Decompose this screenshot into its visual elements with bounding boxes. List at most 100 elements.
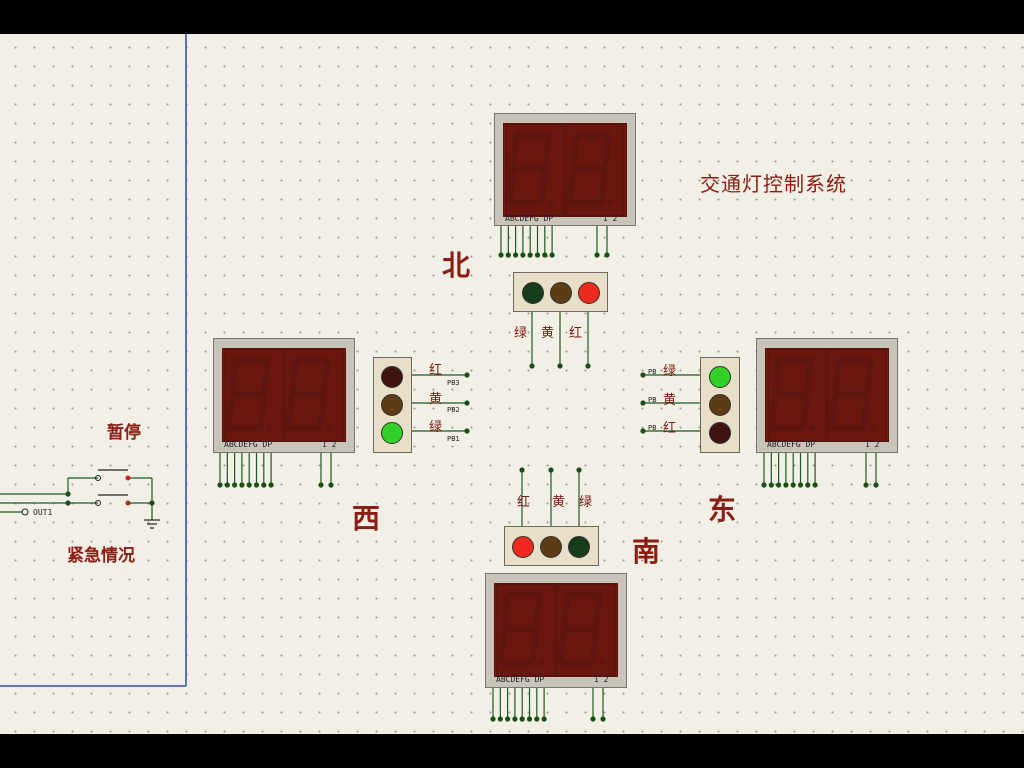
north-display-common-pin-end (594, 252, 600, 258)
seg-b (602, 134, 612, 166)
south-green-lamp[interactable] (568, 536, 590, 558)
digit-2-segments (566, 132, 615, 207)
seg-g (290, 391, 326, 397)
south-display-pin-end (541, 716, 547, 722)
seg-f (229, 359, 239, 391)
south-light-pin-end (519, 467, 525, 473)
north-display-digits (505, 124, 625, 216)
seg-g (833, 391, 869, 397)
seg-f (561, 594, 571, 626)
east-seven-segment-display: ABCDEFG DP 1 2 (756, 338, 898, 453)
west-display-digits (224, 349, 344, 441)
seg-a (566, 592, 601, 598)
west-display-common-pin-end (318, 482, 324, 488)
seg-f (832, 359, 842, 391)
south-red-lamp[interactable] (512, 536, 534, 558)
seg-dp (598, 659, 606, 667)
north-traffic-light (513, 272, 608, 312)
east-display-pin-end (790, 482, 796, 488)
east-red-text: 红 (663, 421, 677, 436)
west-display-pin-end (246, 482, 252, 488)
direction-east-label: 东 (708, 493, 737, 526)
switch-junction (65, 500, 71, 506)
west-green-lamp[interactable] (381, 422, 403, 444)
south-display-digits (496, 584, 616, 676)
seg-b (321, 359, 331, 391)
seg-dp (869, 424, 877, 432)
west-display-pin-end (268, 482, 274, 488)
west-yellow-lamp[interactable] (381, 394, 403, 416)
west-traffic-light (373, 357, 412, 453)
seg-d (830, 425, 865, 431)
seg-e (557, 630, 568, 662)
seg-b (261, 359, 271, 391)
seg-dp (547, 199, 555, 207)
north-green-lamp[interactable] (522, 282, 544, 304)
seg-g (230, 391, 266, 397)
seg-a (575, 132, 610, 138)
south-display-pin-end (519, 716, 525, 722)
west-light-pin-end (464, 428, 470, 434)
seg-c (529, 630, 540, 662)
pause-switch-contact (95, 475, 101, 481)
south-display-face (494, 583, 618, 677)
seg-a (506, 592, 541, 598)
out1-terminal (21, 508, 29, 516)
seg-d (568, 200, 603, 206)
north-seven-segment-display: ABCDEFG DP 1 2 (494, 113, 636, 226)
seg-a (837, 357, 872, 363)
south-yellow-text: 黄 (552, 495, 566, 510)
south-display-pin-end (505, 716, 511, 722)
west-red-text: 红 (429, 363, 443, 378)
north-segment-strip: ABCDEFG DP (505, 214, 554, 223)
east-display-pin-end (776, 482, 782, 488)
south-green-text: 绿 (579, 495, 593, 510)
seg-f (570, 134, 580, 166)
east-display-pin-end (797, 482, 804, 488)
seg-c (860, 395, 871, 427)
east-red-pin-label: PB (648, 424, 657, 432)
west-light-pin-end (464, 400, 470, 406)
east-green-lamp[interactable] (709, 366, 731, 388)
seg-c (257, 395, 268, 427)
seg-b (593, 594, 603, 626)
east-digit-pins: 1 2 (865, 440, 880, 449)
north-yellow-text: 黄 (541, 326, 555, 341)
seg-b (804, 359, 814, 391)
west-display-face (222, 348, 346, 442)
north-yellow-lamp[interactable] (550, 282, 572, 304)
west-display-pin-end (217, 482, 223, 488)
east-yellow-lamp[interactable] (709, 394, 731, 416)
north-display-pin-end (549, 252, 555, 258)
west-display-pin-end (239, 482, 245, 488)
north-display-face (503, 123, 627, 217)
west-red-pin-label: PB3 (447, 379, 460, 387)
east-light-pin-end (640, 428, 646, 434)
east-display-pin-end (768, 482, 774, 488)
seg-g (562, 626, 598, 632)
seg-g (571, 166, 607, 172)
seg-f (510, 134, 520, 166)
south-segment-strip: ABCDEFG DP (496, 675, 545, 684)
south-display-pin-end (534, 716, 540, 722)
seg-c (589, 630, 600, 662)
out1-terminal-label: OUT1 (33, 508, 53, 517)
switch-junction (65, 491, 71, 497)
digit-1-segments (506, 132, 555, 207)
south-traffic-light (504, 526, 599, 566)
east-light-pin-end (640, 372, 646, 378)
east-display-pin-end (783, 482, 789, 488)
seg-c (317, 395, 328, 427)
west-red-lamp[interactable] (381, 366, 403, 388)
seg-e (225, 395, 236, 427)
south-yellow-lamp[interactable] (540, 536, 562, 558)
north-red-lamp[interactable] (578, 282, 600, 304)
north-display-pin-end (527, 252, 533, 258)
north-digit-pins: 1 2 (603, 214, 618, 223)
top-black-bar (0, 0, 1024, 34)
seg-g (502, 626, 538, 632)
digit-1-segments (768, 357, 817, 432)
east-red-lamp[interactable] (709, 422, 731, 444)
digit-2-segments (285, 357, 334, 432)
